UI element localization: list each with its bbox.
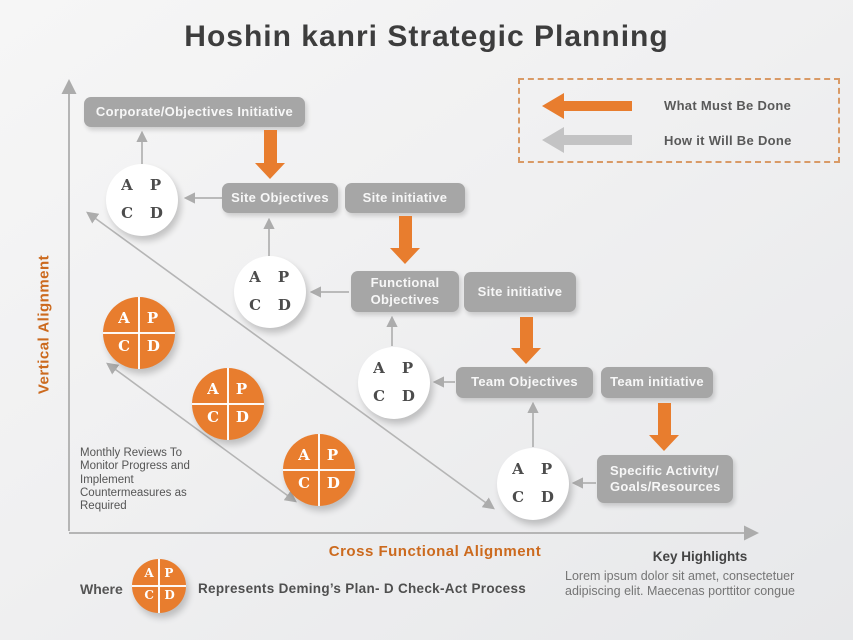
pdca-divider-horizontal xyxy=(103,332,175,334)
pdca-letter-a: A xyxy=(207,380,219,399)
vertical-axis-label: Vertical Alignment xyxy=(35,254,53,395)
pdca-letter-a: A xyxy=(121,176,133,195)
pdca-divider-horizontal xyxy=(283,469,355,471)
pdca-circle-white-1: A P C D xyxy=(106,164,178,236)
pdca-letter-c: C xyxy=(144,588,154,603)
down-arrow-site-to-functional xyxy=(390,216,420,264)
represents-deming-text: Represents Deming’s Plan- D Check-Act Pr… xyxy=(198,581,527,596)
page-title: Hoshin kanri Strategic Planning xyxy=(184,20,669,53)
where-label: Where xyxy=(80,581,123,597)
down-arrow-corporate-to-site xyxy=(255,130,285,179)
key-highlights-body: Lorem ipsum dolor sit amet, consectetuer… xyxy=(565,569,795,599)
legend-box: What Must Be Done How it Will Be Done xyxy=(518,78,840,163)
pdca-letter-a: A xyxy=(144,566,154,581)
horizontal-axis-label: Cross Functional Alignment xyxy=(328,543,542,560)
diagonal-cascade-arrow xyxy=(86,211,495,510)
pdca-letter-c: C xyxy=(249,295,262,314)
pdca-letter-c: C xyxy=(512,487,525,506)
pdca-letter-c: C xyxy=(373,386,386,405)
box-team-objectives: Team Objectives xyxy=(456,367,593,398)
down-arrow-team-to-specific xyxy=(649,403,679,451)
pdca-letter-p: P xyxy=(326,446,339,465)
pdca-letter-p: P xyxy=(540,460,553,479)
pdca-letter-p: P xyxy=(277,268,290,287)
pdca-letter-d: D xyxy=(401,386,415,405)
pdca-letter-p: P xyxy=(401,359,414,378)
pdca-letter-d: D xyxy=(146,336,160,355)
gray-left-arrow-icon xyxy=(542,127,632,153)
pdca-letter-c: C xyxy=(121,203,134,222)
pdca-circle-white-4: A P C D xyxy=(497,448,569,520)
pdca-letter-a: A xyxy=(249,268,261,287)
monthly-review-note: Monthly Reviews To Monitor Progress and … xyxy=(80,447,190,513)
specific-activity-line2: Goals/Resources xyxy=(610,479,721,494)
pdca-letter-a: A xyxy=(118,309,130,328)
pdca-circle-orange-3: A P C D xyxy=(283,434,355,506)
box-site-initiative-2: Site initiative xyxy=(464,272,576,312)
box-corporate-objectives-initiative: Corporate/Objectives Initiative xyxy=(84,97,305,127)
pdca-letter-d: D xyxy=(235,407,249,426)
pdca-divider-horizontal xyxy=(192,403,264,405)
legend-how-it-will-be-done: How it Will Be Done xyxy=(664,133,792,148)
box-site-objectives: Site Objectives xyxy=(222,183,338,213)
pdca-letter-a: A xyxy=(373,359,385,378)
box-team-initiative: Team initiative xyxy=(601,367,713,398)
pdca-circle-orange-1: A P C D xyxy=(103,297,175,369)
pdca-letter-d: D xyxy=(149,203,163,222)
pdca-letter-a: A xyxy=(298,446,310,465)
pdca-letter-p: P xyxy=(146,309,159,328)
pdca-letter-c: C xyxy=(118,336,131,355)
pdca-letter-p: P xyxy=(149,176,162,195)
pdca-letter-c: C xyxy=(298,473,311,492)
pdca-letter-d: D xyxy=(540,487,554,506)
box-site-initiative-1: Site initiative xyxy=(345,183,465,213)
pdca-circle-white-3: A P C D xyxy=(358,347,430,419)
pdca-letter-p: P xyxy=(235,380,248,399)
pdca-letter-a: A xyxy=(512,460,524,479)
legend-what-must-be-done: What Must Be Done xyxy=(664,98,792,113)
box-specific-activity-goals-resources: Specific Activity/ Goals/Resources xyxy=(597,455,733,503)
key-highlights-title: Key Highlights xyxy=(652,549,748,564)
pdca-letter-p: P xyxy=(164,566,174,581)
specific-activity-line1: Specific Activity/ xyxy=(610,462,719,478)
pdca-letter-d: D xyxy=(277,295,291,314)
pdca-letter-d: D xyxy=(164,588,175,603)
pdca-circle-legend: A P C D xyxy=(132,559,186,613)
pdca-letter-d: D xyxy=(326,473,340,492)
diagonal-review-arrow xyxy=(106,362,297,503)
box-functional-objectives: Functional Objectives xyxy=(351,271,459,312)
pdca-circle-orange-2: A P C D xyxy=(192,368,264,440)
down-arrow-site2-to-team xyxy=(511,317,541,364)
pdca-letter-c: C xyxy=(207,407,220,426)
pdca-divider-horizontal xyxy=(132,585,186,587)
orange-left-arrow-icon xyxy=(542,93,632,119)
pdca-circle-white-2: A P C D xyxy=(234,256,306,328)
